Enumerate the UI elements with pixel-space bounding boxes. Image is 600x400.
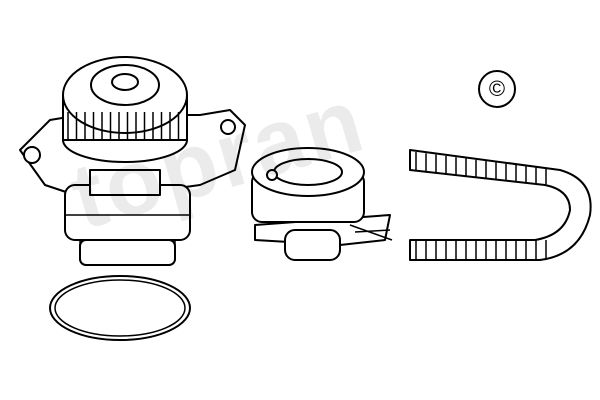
copyright-symbol: © bbox=[478, 70, 516, 108]
water-pump bbox=[19, 56, 246, 266]
belt-tensioner bbox=[251, 147, 393, 261]
o-ring-seal bbox=[49, 275, 191, 341]
timing-belt bbox=[409, 149, 592, 261]
